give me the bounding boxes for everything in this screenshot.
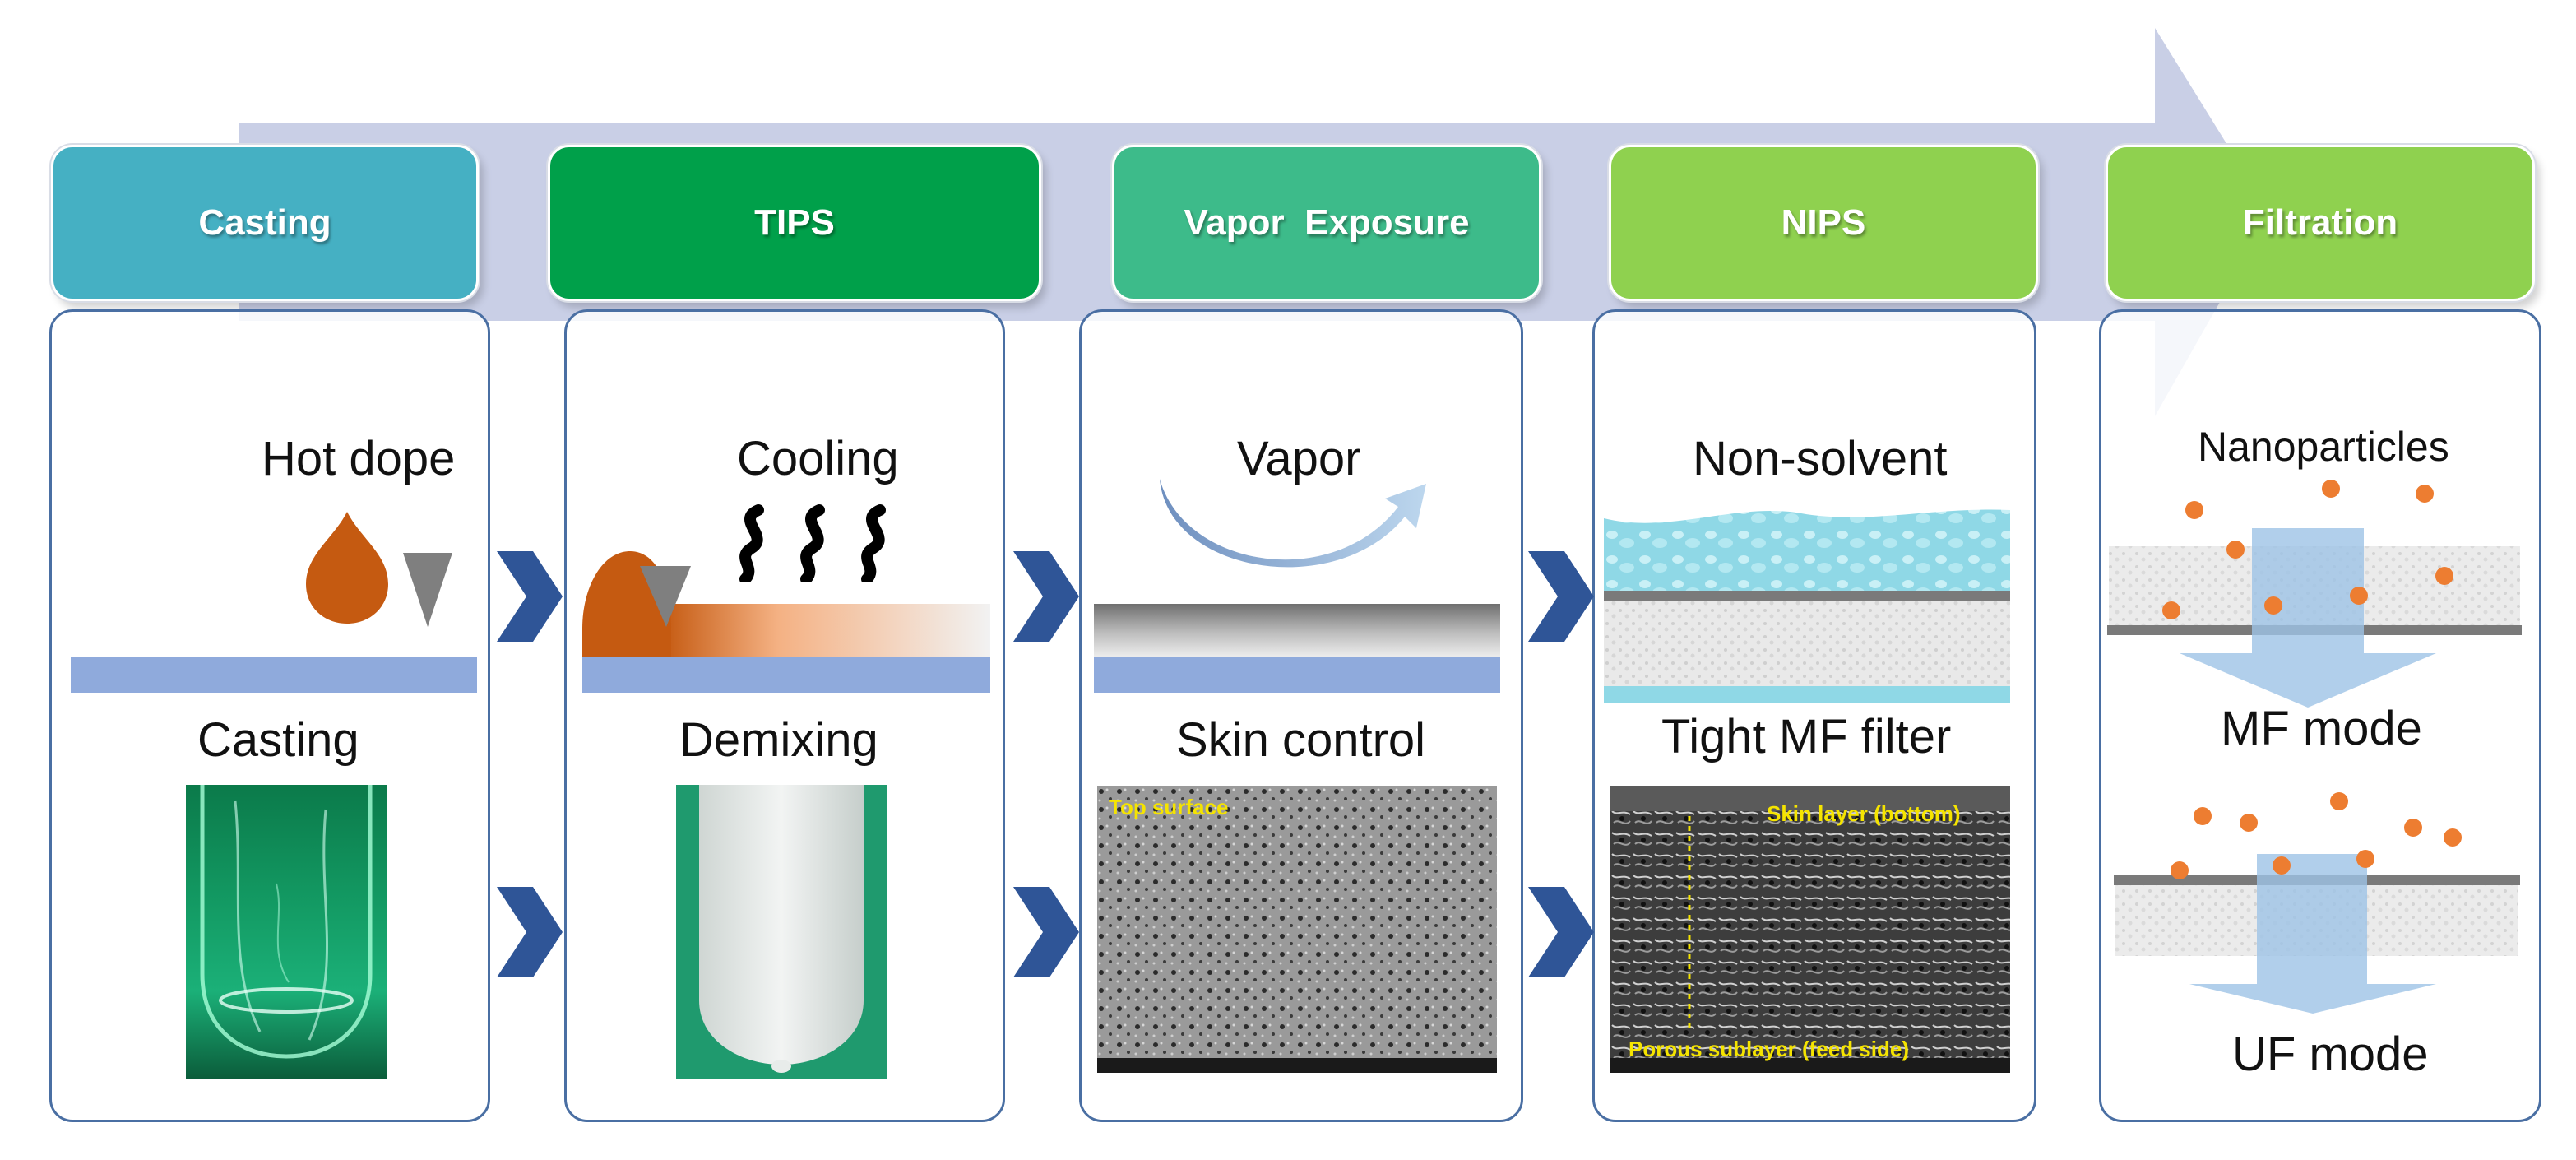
vapor-skin-layer bbox=[1094, 604, 1500, 657]
chevron-arrow-icon bbox=[1528, 551, 1594, 642]
tips-knife-icon bbox=[640, 566, 691, 627]
vapor-sem-image: Top surface bbox=[1097, 786, 1497, 1073]
label-non-solvent: Non-solvent bbox=[1693, 432, 1948, 485]
header-nips-label: NIPS bbox=[1781, 202, 1866, 243]
header-casting: Casting bbox=[51, 145, 479, 301]
chevron-arrow-icon bbox=[497, 887, 563, 977]
header-vapor-label: Vapor Exposure bbox=[1184, 202, 1470, 243]
label-cooling: Cooling bbox=[737, 432, 899, 485]
label-casting: Casting bbox=[197, 713, 359, 767]
uf-mode-graphic bbox=[2114, 792, 2520, 1014]
chevron-arrow-icon bbox=[1013, 887, 1079, 977]
header-tips-label: TIPS bbox=[754, 202, 835, 243]
header-filtration: Filtration bbox=[2106, 145, 2535, 301]
demixing-photo bbox=[676, 785, 887, 1079]
label-hot-dope: Hot dope bbox=[262, 432, 456, 485]
chevron-arrow-icon bbox=[497, 551, 563, 642]
header-vapor-exposure: Vapor Exposure bbox=[1112, 145, 1541, 301]
casting-knife-icon bbox=[403, 553, 452, 627]
header-tips: TIPS bbox=[548, 145, 1041, 301]
chevron-arrow-icon bbox=[1013, 551, 1079, 642]
label-vapor: Vapor bbox=[1237, 432, 1361, 485]
chevron-arrow-icon bbox=[1528, 887, 1594, 977]
vapor-arrow-icon bbox=[1160, 479, 1426, 568]
header-casting-label: Casting bbox=[198, 202, 331, 243]
heat-waves-icon bbox=[719, 503, 924, 582]
label-nanoparticles: Nanoparticles bbox=[2198, 424, 2449, 470]
dope-drop-icon bbox=[306, 512, 452, 627]
label-tight-mf-filter: Tight MF filter bbox=[1661, 710, 1952, 763]
sem-top-surface-label: Top surface bbox=[1109, 795, 1229, 819]
casting-substrate bbox=[71, 657, 477, 693]
header-nips: NIPS bbox=[1609, 145, 2038, 301]
uf-flow-arrow bbox=[2189, 854, 2436, 1014]
sem-skin-layer-label: Skin layer (bottom) bbox=[1767, 801, 1961, 826]
label-skin-control: Skin control bbox=[1176, 713, 1426, 767]
label-demixing: Demixing bbox=[679, 713, 878, 767]
sem-porous-sublayer-label: Porous sublayer (feed side) bbox=[1629, 1037, 1909, 1061]
header-filtration-label: Filtration bbox=[2242, 202, 2398, 243]
tips-film-graphic bbox=[582, 551, 990, 693]
casting-photo bbox=[186, 785, 387, 1079]
nips-sem-image: Skin layer (bottom) Porous sublayer (fee… bbox=[1610, 786, 2010, 1073]
mf-flow-arrow bbox=[2180, 528, 2436, 708]
nips-membrane-graphic bbox=[1604, 509, 2010, 703]
vapor-substrate bbox=[1094, 657, 1500, 693]
label-mf-mode: MF mode bbox=[2221, 702, 2422, 755]
label-uf-mode: UF mode bbox=[2232, 1028, 2429, 1081]
mf-mode-graphic bbox=[2107, 480, 2522, 708]
